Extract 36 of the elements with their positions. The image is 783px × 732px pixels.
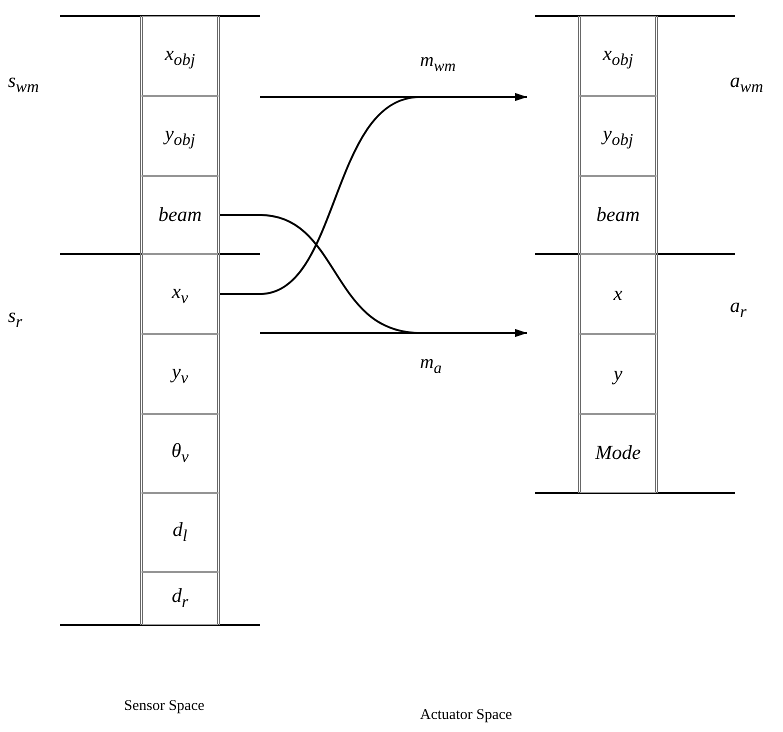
table-cell [140, 254, 220, 334]
caption: Actuator Space [420, 707, 512, 724]
cell-text: y$_{obj}$ [602, 122, 634, 150]
table-cell [140, 414, 220, 493]
table-cell [140, 334, 220, 414]
table-cell [578, 414, 658, 493]
arrow [260, 329, 527, 337]
table-cell [140, 16, 220, 96]
variable-label: a$_{wm}$ [730, 70, 764, 97]
variable-label: s$_{wm}$ [8, 70, 39, 97]
table-cell [140, 96, 220, 176]
variable-label: a$_{r}$ [730, 295, 746, 322]
cell-text: Mode [595, 442, 641, 465]
cell-text: y$_{obj}$ [164, 122, 196, 150]
cell-text: x [614, 282, 622, 306]
caption: Sensor Space [124, 698, 204, 715]
cell-text: y [614, 362, 622, 386]
cell-text: x$_{obj}$ [164, 42, 196, 70]
cell-text: x$_{obj}$ [602, 42, 634, 70]
table-cell [578, 176, 658, 254]
table-cell [140, 493, 220, 572]
table-cell [578, 16, 658, 96]
table-cell [578, 96, 658, 176]
table-cell [140, 176, 220, 254]
cell-text: θ$_{v}$ [171, 440, 189, 467]
cell-text: beam [596, 204, 640, 226]
table-cell [140, 572, 220, 625]
arrow [220, 93, 527, 295]
cell-text: beam [158, 204, 202, 226]
cell-text: d$_{r}$ [172, 585, 188, 612]
cell-text: y$_{v}$ [172, 360, 188, 388]
variable-label: s$_{r}$ [8, 305, 22, 332]
cell-text: d$_{l}$ [172, 519, 188, 546]
cell-text: x$_{v}$ [172, 280, 188, 308]
table-cell [578, 254, 658, 334]
table-cell [578, 334, 658, 414]
